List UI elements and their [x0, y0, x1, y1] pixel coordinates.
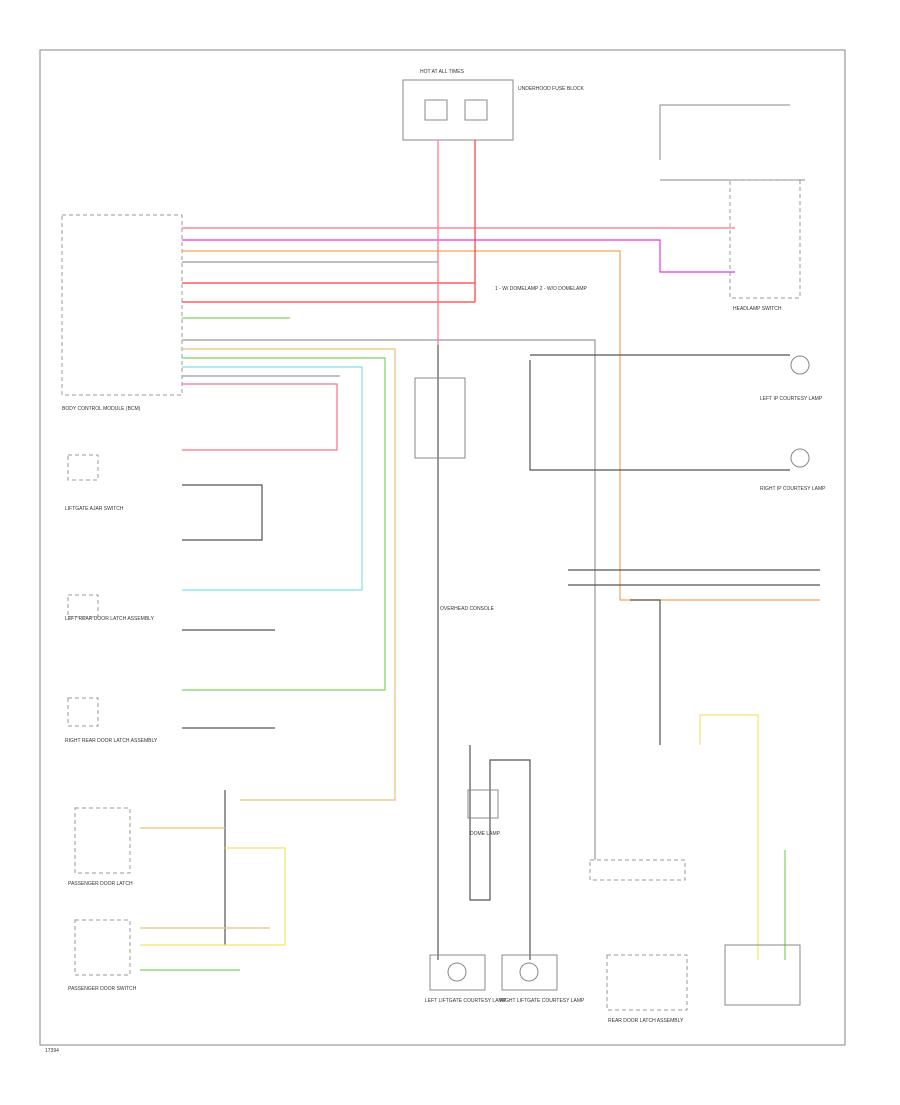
wire-rear-yellow [699, 714, 759, 960]
wire-pink-liftgate [182, 383, 338, 451]
wire-tan [182, 348, 396, 801]
wire-dome-loop [469, 745, 531, 960]
wire-green-long [182, 357, 386, 691]
right-liftgate-lamp-icon [519, 962, 539, 982]
passenger-door-switch-box [74, 919, 131, 976]
right-liftgate-lamp-box [501, 954, 558, 991]
relay-box [414, 377, 466, 459]
wire-dimmer-magenta [182, 239, 735, 273]
liftgate-switch-label: LIFTGATE AJAR SWITCH [65, 506, 124, 512]
wire-liftgate-loop [182, 484, 263, 541]
headlamp-supply-line [659, 104, 790, 160]
left-liftgate-lamp-box [429, 954, 486, 991]
fuse-block-label: HOT AT ALL TIMES [420, 69, 465, 75]
option-note: 1 - W/ DOMELAMP 2 - W/O DOMELAMP [495, 286, 588, 292]
right-liftgate-lamp-label: RIGHT LIFTGATE COURTESY LAMP [500, 998, 585, 1004]
right-courtesy-label: RIGHT IP COURTESY LAMP [760, 486, 826, 492]
fuse-block-box [402, 79, 514, 141]
wire-pass-yellow [140, 847, 286, 946]
rear-lock-switch-box [724, 944, 801, 1006]
left-ip-lamp-icon [790, 355, 810, 375]
dome-lamp-box [467, 789, 499, 819]
wire-right-lamp-feed [529, 360, 790, 471]
fuse-block-sub-label: UNDERHOOD FUSE BLOCK [518, 86, 585, 92]
right-rear-door-label: RIGHT REAR DOOR LATCH ASSEMBLY [65, 738, 158, 744]
overhead-console-label: OVERHEAD CONSOLE [440, 606, 495, 612]
left-liftgate-lamp-icon [447, 962, 467, 982]
left-rear-door-box [67, 594, 99, 618]
right-rear-door-box [67, 697, 99, 727]
headlamp-switch-box [729, 179, 801, 299]
wire-rear-door-drop [630, 599, 661, 745]
bcm-label: BODY CONTROL MODULE (BCM) [62, 406, 141, 412]
bcm-box [61, 214, 183, 396]
passenger-door-switch-label: PASSENGER DOOR SWITCH [68, 986, 137, 992]
passenger-door-label: PASSENGER DOOR LATCH [68, 881, 133, 887]
passenger-door-latch-box [74, 807, 131, 874]
fuse-1 [424, 99, 448, 121]
diagram-frame [39, 49, 846, 1046]
rear-door-switch-label: REAR DOOR LATCH ASSEMBLY [608, 1018, 684, 1024]
fuse-2 [464, 99, 488, 121]
wire-cyan [182, 366, 363, 591]
diagram-code: 17394 [45, 1048, 59, 1054]
headlamp-switch-label: HEADLAMP SWITCH [733, 306, 782, 312]
rear-door-switch-box [606, 954, 688, 1011]
left-liftgate-lamp-label: LEFT LIFTGATE COURTESY LAMP [425, 998, 507, 1004]
wire-orange [182, 250, 820, 601]
connector-row [589, 859, 686, 881]
right-ip-lamp-icon [790, 448, 810, 468]
left-courtesy-label: LEFT IP COURTESY LAMP [760, 396, 823, 402]
wire-gray-2 [182, 339, 596, 860]
liftgate-switch-box [67, 454, 99, 481]
left-rear-door-label: LEFT REAR DOOR LATCH ASSEMBLY [65, 616, 155, 622]
dome-lamp-label: DOME LAMP [470, 831, 501, 837]
